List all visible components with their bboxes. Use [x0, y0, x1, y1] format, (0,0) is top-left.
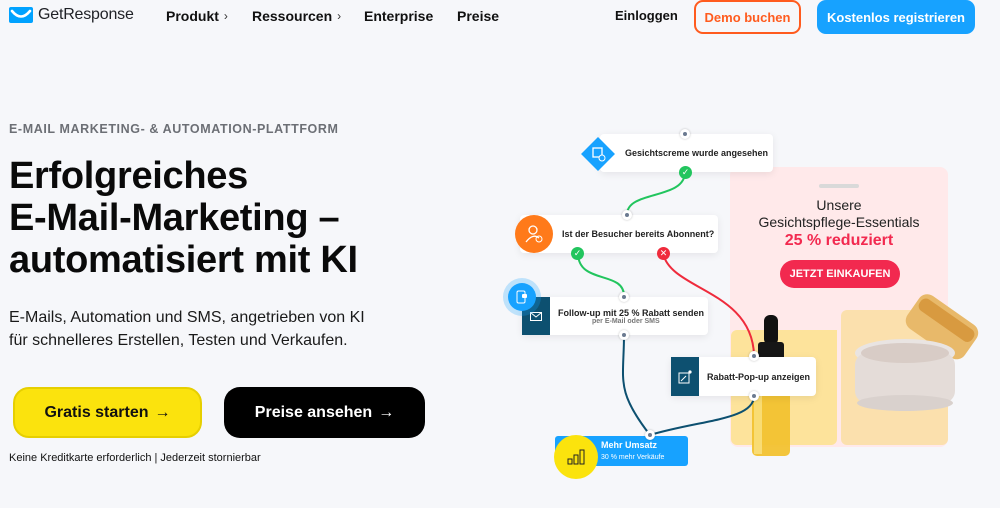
automation-illustration: Unsere Gesichtspflege-Essentials 25 % re…	[500, 120, 1000, 508]
result-sub: 30 % mehr Verkäufe	[601, 454, 665, 461]
top-navigation: GetResponse Produkt › Ressourcen › Enter…	[0, 0, 1000, 34]
hero-headline: Erfolgreiches E-Mail-Marketing – automat…	[9, 155, 358, 281]
headline-line: Erfolgreiches	[9, 155, 248, 197]
promo-handle	[819, 184, 859, 188]
flow-node-followup: Follow-up mit 25 % Rabatt senden per E-M…	[522, 297, 708, 335]
demo-button[interactable]: Demo buchen	[694, 0, 801, 34]
arrow-right-icon: →	[378, 403, 395, 421]
node-label: Rabatt-Pop-up anzeigen	[707, 371, 810, 382]
bar-chart-icon	[554, 435, 598, 479]
login-link[interactable]: Einloggen	[615, 8, 678, 23]
node-label: Follow-up mit 25 % Rabatt senden	[558, 307, 705, 318]
headline-line: automatisiert mit KI	[9, 239, 358, 281]
node-label: Gesichtscreme wurde angesehen	[625, 148, 769, 158]
cream-jar-image	[855, 294, 979, 411]
nav-item-enterprise[interactable]: Enterprise	[364, 8, 433, 24]
connector-dot	[619, 330, 629, 340]
nav-label: Produkt	[166, 8, 219, 24]
yes-badge-icon: ✓	[571, 247, 584, 260]
hero-note: Keine Kreditkarte erforderlich | Jederze…	[9, 452, 261, 464]
no-badge-icon: ✕	[657, 247, 670, 260]
popup-icon	[671, 357, 699, 396]
nav-label: Enterprise	[364, 8, 434, 24]
brand-name: GetResponse	[38, 6, 134, 23]
nav-label: Ressourcen	[252, 8, 333, 24]
chevron-right-icon: ›	[223, 9, 228, 23]
promo-line: Unsere	[816, 197, 862, 213]
product-view-icon	[581, 137, 615, 171]
promo-line: Gesichtspflege-Essentials	[758, 214, 920, 230]
nav-label: Preise	[457, 8, 500, 24]
subscriber-check-icon	[515, 215, 553, 253]
connector-dot	[622, 210, 632, 220]
view-pricing-button[interactable]: Preise ansehen →	[224, 387, 425, 438]
subtext-line: für schnelleres Erstellen, Testen und Ve…	[9, 332, 348, 349]
nav-item-preise[interactable]: Preise	[457, 8, 499, 24]
brand-logo[interactable]: GetResponse	[9, 6, 134, 24]
connector-dot	[749, 351, 759, 361]
chevron-right-icon: ›	[337, 9, 342, 23]
connector-dot	[680, 129, 690, 139]
nav-item-produkt[interactable]: Produkt ›	[166, 8, 228, 24]
node-label: Ist der Besucher bereits Abonnent?	[562, 229, 715, 239]
connector-dot	[749, 391, 759, 401]
connector-dot	[619, 292, 629, 302]
hero-eyebrow: E-MAIL MARKETING- & AUTOMATION-PLATTFORM	[9, 122, 339, 136]
nav-item-ressourcen[interactable]: Ressourcen ›	[252, 8, 341, 24]
flow-connectors	[577, 171, 755, 436]
hero-subtext: E-Mails, Automation und SMS, angetrieben…	[9, 306, 365, 352]
yes-badge-icon: ✓	[679, 166, 692, 179]
promo-discount: 25 % reduziert	[784, 232, 894, 249]
register-button[interactable]: Kostenlos registrieren	[817, 0, 975, 34]
arrow-right-icon: →	[154, 403, 171, 421]
subtext-line: E-Mails, Automation und SMS, angetrieben…	[9, 309, 365, 326]
sms-icon	[508, 283, 536, 311]
node-sublabel: per E-Mail oder SMS	[592, 317, 660, 325]
connector-dot	[645, 430, 655, 440]
start-free-button[interactable]: Gratis starten →	[13, 387, 202, 438]
button-label: Gratis starten	[44, 403, 149, 421]
getresponse-logo-icon	[9, 7, 33, 23]
flow-node-trigger: Gesichtscreme wurde angesehen	[600, 134, 773, 172]
button-label: Preise ansehen	[254, 403, 373, 421]
shop-now-button: JETZT EINKAUFEN	[780, 260, 900, 288]
result-title: Mehr Umsatz	[601, 440, 658, 450]
headline-line: E-Mail-Marketing –	[9, 197, 340, 239]
flow-node-condition: Ist der Besucher bereits Abonnent?	[520, 215, 718, 253]
